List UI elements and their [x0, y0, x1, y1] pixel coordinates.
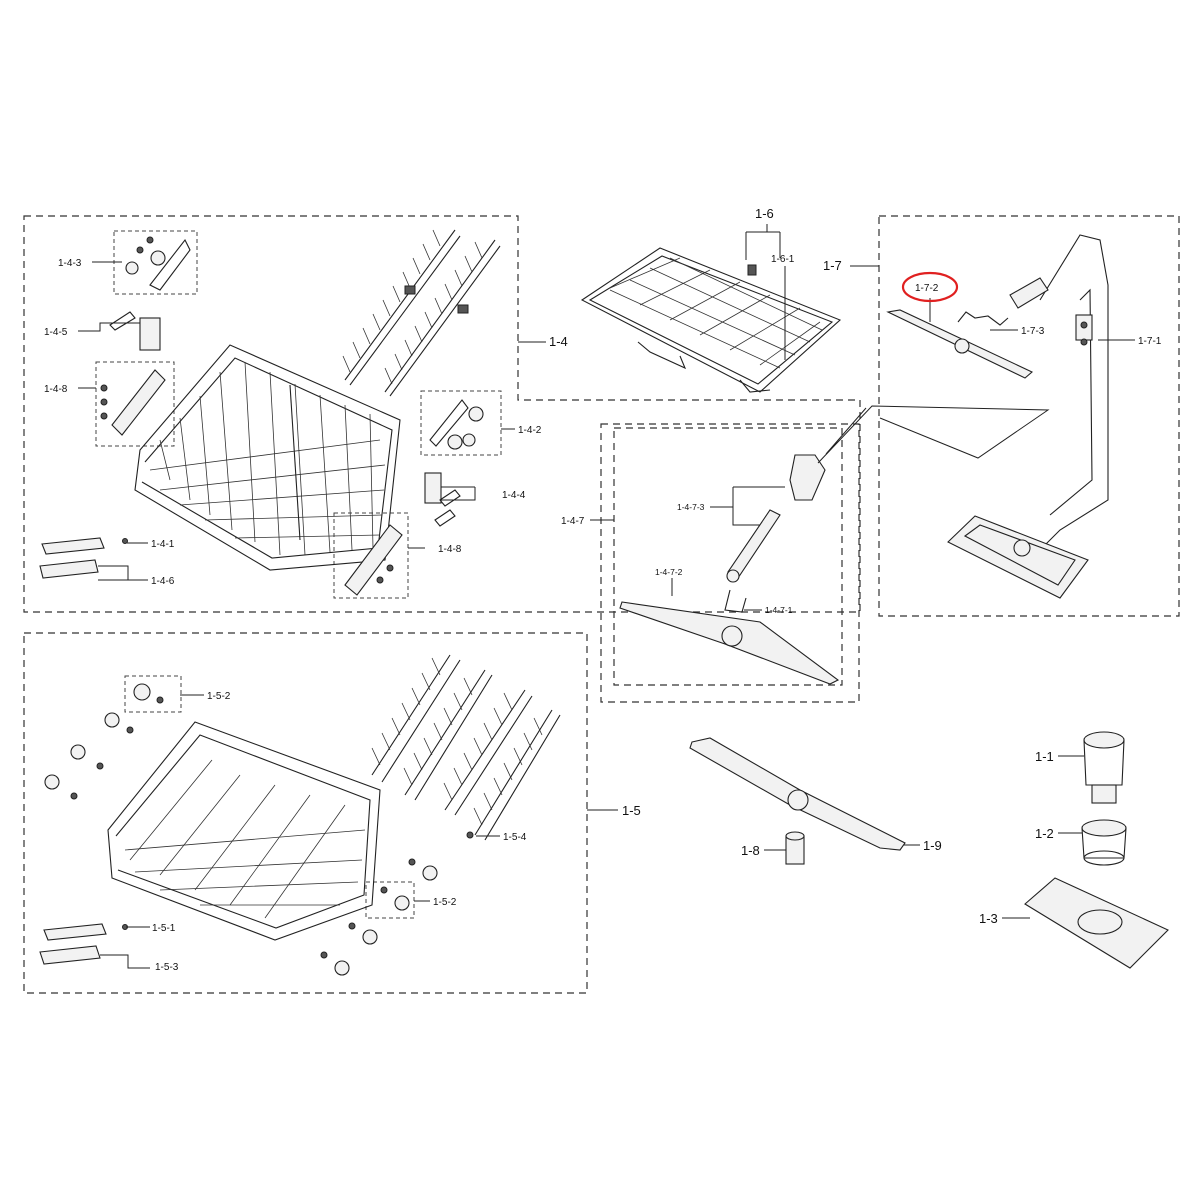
label-1-4-8-left: 1-4-8	[44, 384, 68, 395]
label-1-4-1: 1-4-1	[151, 539, 175, 550]
group-box-1-4-7	[600, 423, 860, 703]
label-1-1: 1-1	[1035, 749, 1054, 764]
label-1-7-1: 1-7-1	[1138, 336, 1162, 347]
filter-1-2	[1081, 819, 1127, 866]
feed-pipe-1-4-7-3	[726, 454, 826, 583]
tine-clip-1-4-8-left	[100, 369, 166, 436]
label-1-4-5: 1-4-5	[44, 327, 68, 338]
part-labels: 1-4-3 1-4-5 1-4-8 1-4 1-4-2 1-4-4 1-4-1 …	[44, 206, 1162, 973]
label-1-7-3: 1-7-3	[1021, 326, 1045, 337]
label-1-7-2: 1-7-2	[915, 283, 939, 294]
label-1-4: 1-4	[549, 334, 568, 349]
handle-1-5-3	[39, 923, 128, 965]
label-1-4-4: 1-4-4	[502, 490, 526, 501]
label-1-2: 1-2	[1035, 826, 1054, 841]
label-1-4-7-3: 1-4-7-3	[677, 502, 705, 512]
supply-pipe-1-7-1	[1009, 234, 1109, 546]
filter-plate-1-3	[1024, 877, 1169, 969]
adjuster-parts-1-4-3	[125, 236, 191, 291]
label-1-9: 1-9	[923, 838, 942, 853]
sub-box-1-5-2-bottom	[365, 881, 415, 919]
lower-rack	[107, 721, 381, 941]
label-1-5-2-bottom: 1-5-2	[433, 897, 457, 908]
highlight-circle	[901, 271, 959, 303]
label-1-3: 1-3	[979, 911, 998, 926]
tine-clip-1-4-8-right	[344, 524, 403, 596]
spray-base-1-7	[947, 515, 1089, 599]
label-1-7: 1-7	[823, 258, 842, 273]
sub-box-1-5-2-top	[124, 675, 182, 713]
label-1-4-3: 1-4-3	[58, 258, 82, 269]
label-1-5-2-top: 1-5-2	[207, 691, 231, 702]
sub-box-1-4-2	[420, 390, 502, 456]
label-1-8: 1-8	[741, 843, 760, 858]
label-1-4-7-2: 1-4-7-2	[655, 567, 683, 577]
adjuster-parts-1-4-2	[429, 399, 484, 450]
sub-box-1-4-8-left	[95, 361, 175, 447]
upper-tines	[342, 229, 501, 397]
upper-spray-arm-1-7-2	[886, 309, 1034, 379]
label-1-6-1: 1-6-1	[771, 254, 795, 265]
group-box-1-7	[878, 215, 1180, 617]
lower-wash-arm	[689, 737, 906, 851]
label-1-5: 1-5	[622, 803, 641, 818]
group-box-1-5	[23, 632, 588, 994]
label-1-4-7-1: 1-4-7-1	[765, 605, 793, 615]
group-box-1-4	[23, 215, 861, 613]
lower-wheels	[44, 683, 474, 976]
filter-1-1	[1083, 731, 1125, 804]
handle-1-4-6	[39, 537, 128, 579]
label-1-5-4: 1-5-4	[503, 832, 527, 843]
third-rack	[580, 247, 842, 393]
group-box-1-4-7-inner	[613, 427, 843, 686]
label-1-6: 1-6	[755, 206, 774, 221]
label-1-4-2: 1-4-2	[518, 425, 542, 436]
upper-wash-arm	[619, 589, 840, 685]
connector-lines	[817, 405, 1050, 464]
leader-lines	[78, 224, 1135, 969]
label-1-4-6: 1-4-6	[151, 576, 175, 587]
sub-box-1-4-8-right	[333, 512, 409, 599]
lever-parts-1-4-4	[424, 472, 461, 527]
nozzle-1-7-3	[957, 311, 1009, 326]
label-1-5-1: 1-5-1	[152, 923, 176, 934]
label-1-4-7: 1-4-7	[561, 516, 585, 527]
lever-parts-1-4-5	[109, 311, 161, 351]
nut-1-8	[785, 831, 805, 865]
upper-rack	[134, 344, 401, 571]
label-1-5-3: 1-5-3	[155, 962, 179, 973]
lower-tines	[371, 654, 561, 841]
label-1-4-8-right: 1-4-8	[438, 544, 462, 555]
